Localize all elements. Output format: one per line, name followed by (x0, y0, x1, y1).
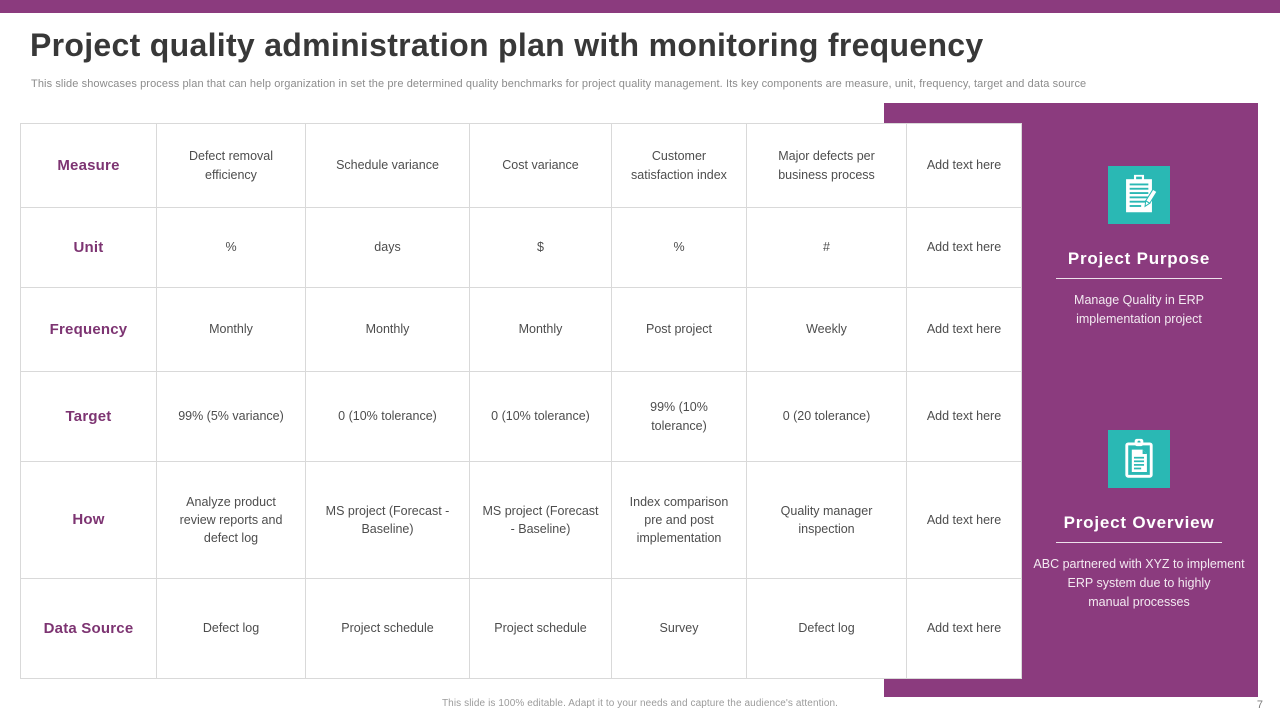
table-cell: Monthly (469, 287, 612, 372)
table-row-data-source: Data Source Defect log Project schedule … (20, 578, 1022, 679)
page-title: Project quality administration plan with… (30, 27, 984, 63)
table-row-unit: Unit % days $ % # Add text here (20, 207, 1022, 288)
sidebar-section-text: Manage Quality in ERP implementation pro… (1074, 293, 1204, 326)
table-cell: % (156, 207, 306, 288)
add-text-placeholder[interactable]: Add text here (906, 461, 1022, 579)
table-cell: Defect removal efficiency (156, 123, 306, 208)
table-cell: $ (469, 207, 612, 288)
table-row-frequency: Frequency Monthly Monthly Monthly Post p… (20, 287, 1022, 372)
sidebar-section-purpose: Project Purpose Manage Quality in ERP im… (1020, 166, 1258, 329)
add-text-placeholder[interactable]: Add text here (906, 287, 1022, 372)
clipboard-pencil-icon (1108, 166, 1170, 224)
table-cell: MS project (Forecast - Baseline) (469, 461, 612, 579)
sidebar-section-text: ABC partnered with XYZ to implement ERP … (1033, 557, 1245, 609)
table-cell: Customer satisfaction index (611, 123, 747, 208)
table-row-target: Target 99% (5% variance) 0 (10% toleranc… (20, 371, 1022, 462)
table-cell: 99% (10% tolerance) (611, 371, 747, 462)
table-cell: Index comparison pre and post implementa… (611, 461, 747, 579)
page-number: 7 (1256, 699, 1263, 711)
table-cell: Post project (611, 287, 747, 372)
clipboard-icon (1108, 430, 1170, 488)
row-header-how: How (20, 461, 157, 579)
quality-plan-table: Measure Defect removal efficiency Schedu… (20, 123, 1022, 679)
table-cell: Weekly (746, 287, 907, 372)
table-cell: Defect log (746, 578, 907, 679)
table-cell: Project schedule (469, 578, 612, 679)
table-cell: Defect log (156, 578, 306, 679)
row-header-measure: Measure (20, 123, 157, 208)
table-cell: Monthly (156, 287, 306, 372)
row-header-target: Target (20, 371, 157, 462)
table-cell: % (611, 207, 747, 288)
table-cell: Quality manager inspection (746, 461, 907, 579)
table-cell: Monthly (305, 287, 470, 372)
table-row-how: How Analyze product review reports and d… (20, 461, 1022, 579)
sidebar-section-title: Project Purpose (1067, 249, 1211, 268)
table-cell: 0 (10% tolerance) (305, 371, 470, 462)
sidebar-section-overview: Project Overview ABC partnered with XYZ … (1020, 430, 1258, 611)
sidebar-section-title: Project Overview (1063, 513, 1215, 532)
row-header-unit: Unit (20, 207, 157, 288)
row-header-data-source: Data Source (20, 578, 157, 679)
add-text-placeholder[interactable]: Add text here (906, 578, 1022, 679)
table-cell: 0 (10% tolerance) (469, 371, 612, 462)
add-text-placeholder[interactable]: Add text here (906, 207, 1022, 288)
row-header-frequency: Frequency (20, 287, 157, 372)
table-row-measure: Measure Defect removal efficiency Schedu… (20, 123, 1022, 208)
table-cell: Project schedule (305, 578, 470, 679)
table-cell: days (305, 207, 470, 288)
table-cell: Analyze product review reports and defec… (156, 461, 306, 579)
add-text-placeholder[interactable]: Add text here (906, 123, 1022, 208)
divider (1056, 542, 1222, 543)
table-cell: 0 (20 tolerance) (746, 371, 907, 462)
table-cell: Survey (611, 578, 747, 679)
table-cell: Major defects per business process (746, 123, 907, 208)
page-subtitle: This slide showcases process plan that c… (31, 78, 1087, 90)
table-cell: 99% (5% variance) (156, 371, 306, 462)
top-accent-bar (0, 0, 1280, 13)
table-cell: # (746, 207, 907, 288)
sidebar-content: Project Purpose Manage Quality in ERP im… (1020, 103, 1258, 697)
add-text-placeholder[interactable]: Add text here (906, 371, 1022, 462)
table-cell: Schedule variance (305, 123, 470, 208)
divider (1056, 278, 1222, 279)
table-cell: Cost variance (469, 123, 612, 208)
footer-note: This slide is 100% editable. Adapt it to… (441, 698, 839, 709)
table-cell: MS project (Forecast - Baseline) (305, 461, 470, 579)
